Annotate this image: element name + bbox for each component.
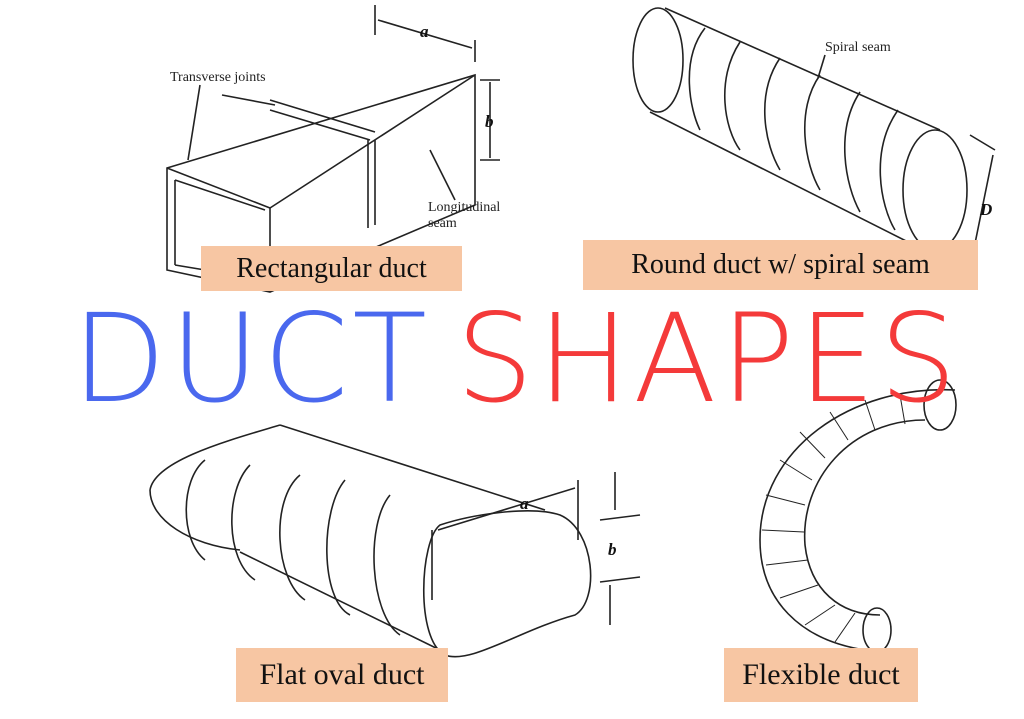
spiral-seam-annotation: Spiral seam [825,40,891,55]
flat-oval-duct-label: Flat oval duct [236,648,448,702]
round-duct-drawing [632,7,996,276]
dimension-d-round: D [980,200,993,219]
round-duct-label: Round duct w/ spiral seam [583,240,978,290]
transverse-joints-annotation: Transverse joints [170,70,266,85]
dimension-a-rect: a [420,22,429,41]
title-word-duct: DUCT [72,288,431,430]
rectangular-duct-label: Rectangular duct [201,246,462,291]
title-word-shapes: SHAPES [456,288,961,430]
dimension-b-rect: b [485,112,494,131]
flat-oval-duct-drawing [149,424,641,658]
flexible-duct-label: Flexible duct [724,648,918,702]
rectangular-duct-drawing [166,5,500,293]
dimension-b-oval: b [608,540,617,559]
longitudinal-seam-annotation: Longitudinal seam [428,200,501,231]
dimension-a-oval: a [520,494,529,513]
